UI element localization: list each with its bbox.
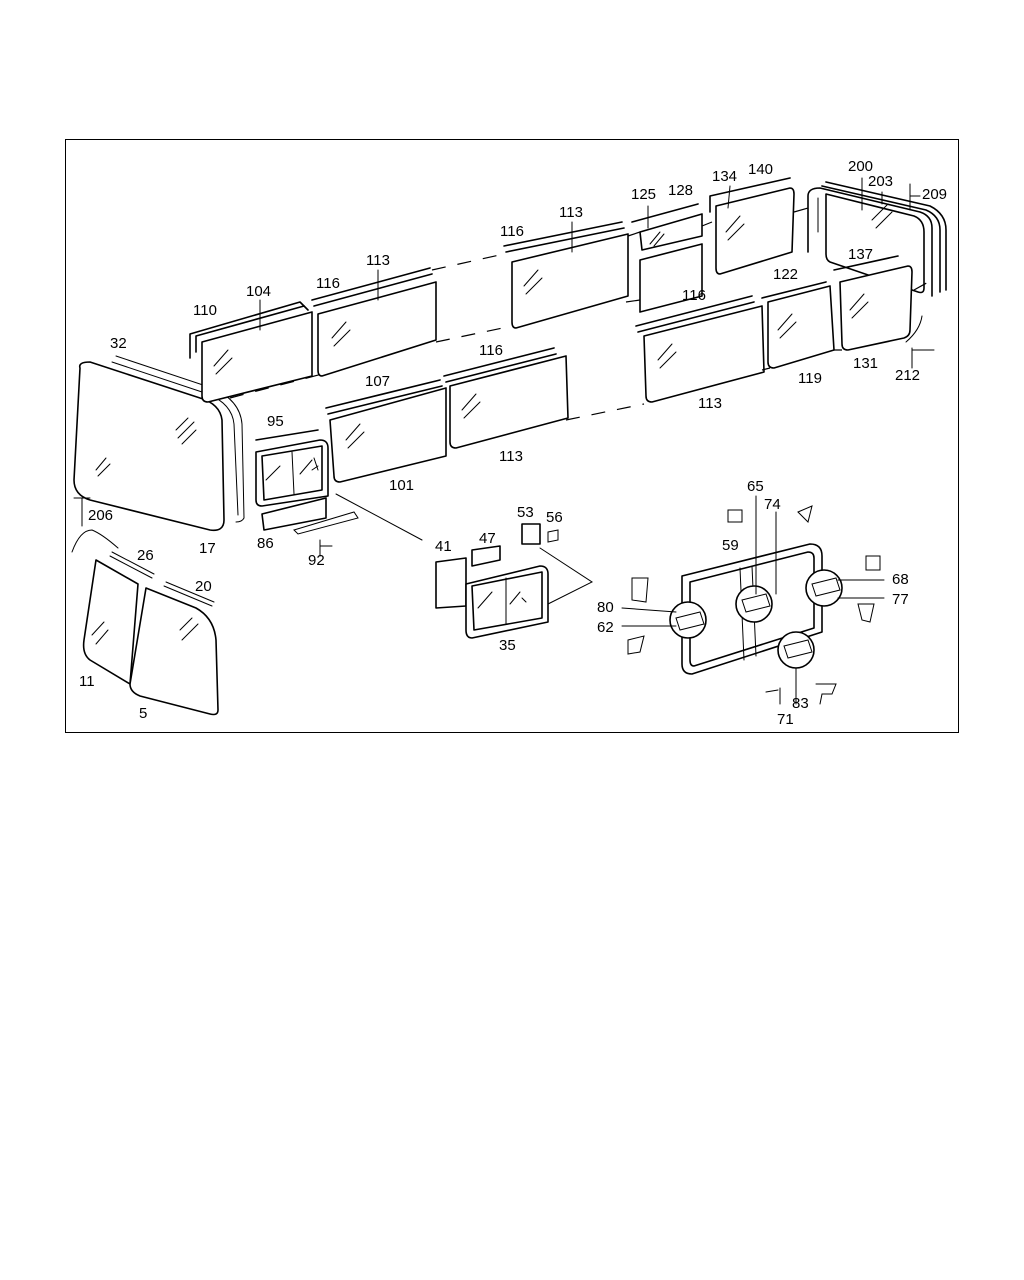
callout-206: 206 <box>88 507 113 524</box>
callout-116-mid-right: 116 <box>682 287 706 304</box>
callout-68: 68 <box>892 571 909 588</box>
side-window-101 <box>325 379 447 483</box>
clip-206 <box>71 497 119 553</box>
seal-26 <box>109 551 155 579</box>
callout-65: 65 <box>747 478 764 495</box>
callout-113-upper-mid: 113 <box>559 204 583 221</box>
front-side-window-5 <box>129 587 219 716</box>
callout-104: 104 <box>246 283 271 300</box>
callout-80: 80 <box>597 599 614 616</box>
leader-sliding-detail <box>335 493 594 605</box>
callout-200: 200 <box>848 158 873 175</box>
callout-116-upper-left: 116 <box>316 275 340 292</box>
callout-17: 17 <box>199 540 216 557</box>
callout-11: 11 <box>79 673 95 690</box>
callout-59: 59 <box>722 537 739 554</box>
leader-lines <box>259 177 921 705</box>
side-window-113-lower <box>443 347 569 449</box>
callout-labels: 5 11 17 20 26 32 35 41 47 53 56 59 62 65… <box>79 158 947 728</box>
callout-110: 110 <box>193 302 217 319</box>
callout-86: 86 <box>257 535 274 552</box>
side-window-119 <box>761 281 835 369</box>
side-window-131 <box>833 255 935 351</box>
callout-47: 47 <box>479 530 496 547</box>
callout-113-upper-left: 113 <box>366 252 390 269</box>
callout-56: 56 <box>546 509 563 526</box>
callout-5: 5 <box>139 705 147 722</box>
callout-134: 134 <box>712 168 737 185</box>
dashed-connectors <box>229 207 933 421</box>
side-window-125 <box>631 203 703 313</box>
callout-125: 125 <box>631 186 656 203</box>
callout-122: 122 <box>773 266 798 283</box>
callout-95: 95 <box>267 413 284 430</box>
callout-20: 20 <box>195 578 212 595</box>
side-window-104 <box>189 301 313 403</box>
callout-74: 74 <box>764 496 781 513</box>
sliding-window-95 <box>255 429 359 535</box>
callout-35: 35 <box>499 637 516 654</box>
front-side-window-11 <box>82 559 139 685</box>
callout-116-lower: 116 <box>479 342 503 359</box>
callout-26: 26 <box>137 547 154 564</box>
callout-116-upper-mid: 116 <box>500 223 524 240</box>
windscreen-17 <box>73 355 245 532</box>
window-frame-detail-59 <box>627 505 881 705</box>
side-window-113-upper-mid <box>503 221 629 329</box>
callout-83: 83 <box>792 695 809 712</box>
callout-107: 107 <box>365 373 390 390</box>
callout-137: 137 <box>848 246 873 263</box>
callout-140: 140 <box>748 161 773 178</box>
callout-203: 203 <box>868 173 893 190</box>
callout-212: 212 <box>895 367 920 384</box>
callout-113-mid-right: 113 <box>698 395 722 412</box>
callout-41: 41 <box>435 538 452 555</box>
side-window-113-mid-right <box>635 295 765 403</box>
callout-53: 53 <box>517 504 534 521</box>
side-window-113-upper-left <box>311 267 437 377</box>
callout-131: 131 <box>853 355 878 372</box>
callout-77: 77 <box>892 591 909 608</box>
callout-62: 62 <box>597 619 614 636</box>
sliding-window-35 <box>435 523 559 639</box>
callout-119: 119 <box>798 370 822 387</box>
callout-101: 101 <box>389 477 414 494</box>
seal-20 <box>163 581 215 607</box>
callout-128: 128 <box>668 182 693 199</box>
side-window-134 <box>709 177 795 275</box>
callout-113-lower: 113 <box>499 448 523 465</box>
callout-71: 71 <box>777 711 794 728</box>
callout-209: 209 <box>922 186 947 203</box>
callout-32: 32 <box>110 335 127 352</box>
callout-92: 92 <box>308 552 325 569</box>
